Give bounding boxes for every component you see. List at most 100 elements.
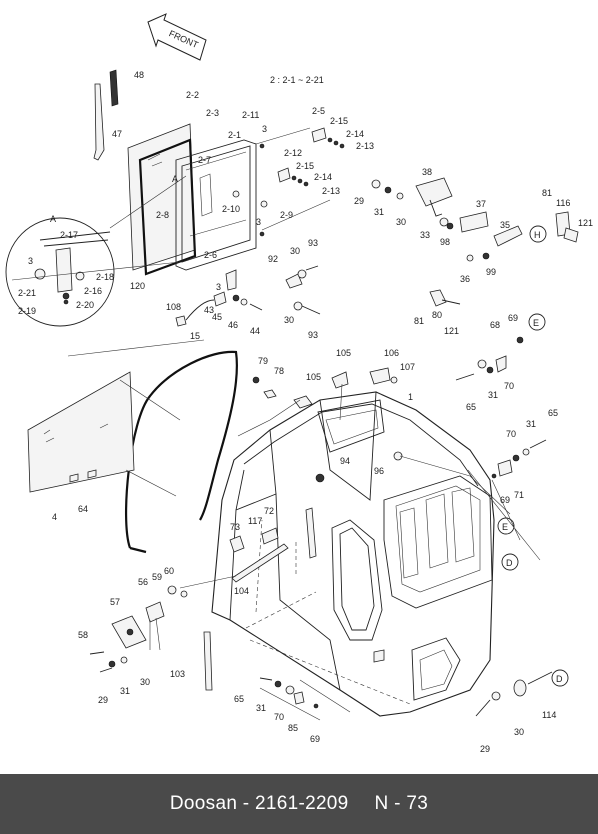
callout-116: 116: [556, 198, 570, 208]
side-fasteners: [455, 336, 547, 479]
callout-2-18: 2-18: [96, 272, 114, 282]
callout-105b: 105: [306, 372, 321, 382]
callout-108: 108: [166, 302, 181, 312]
callout-57: 57: [110, 597, 120, 607]
callout-2-13b: 2-13: [322, 186, 340, 196]
callout-2-20: 2-20: [76, 300, 94, 310]
callout-81a: 81: [542, 188, 552, 198]
callout-69b: 69: [500, 495, 510, 505]
svg-text:D: D: [556, 674, 563, 684]
callout-2-14b: 2-14: [314, 172, 332, 182]
callout-2-13a: 2-13: [356, 141, 374, 151]
callout-30a: 30: [396, 217, 406, 227]
callout-a: A: [172, 174, 178, 184]
lower-left-parts: [89, 575, 237, 673]
callout-2-2: 2-2: [186, 90, 199, 100]
callout-93b: 93: [308, 330, 318, 340]
svg-text:D: D: [506, 558, 513, 568]
callout-121a: 121: [578, 218, 593, 228]
callout-44: 44: [250, 326, 260, 336]
callout-104: 104: [234, 586, 249, 596]
callout-73: 73: [230, 522, 240, 532]
callout-68: 68: [490, 320, 500, 330]
callout-48: 48: [134, 70, 144, 80]
callout-117: 117: [248, 516, 262, 526]
callout-78: 78: [274, 366, 284, 376]
callout-2-21: 2-21: [18, 288, 36, 298]
footer-bar: Doosan - 2161-2209 N - 73: [0, 774, 598, 834]
callout-29a: 29: [354, 196, 364, 206]
callout-30c: 30: [284, 315, 294, 325]
callout-30d: 30: [140, 677, 150, 687]
bottom-right-fasteners: [475, 671, 553, 717]
wiper-assembly: [93, 69, 119, 161]
callout-70c: 70: [274, 712, 284, 722]
callout-72: 72: [264, 506, 274, 516]
callout-29c: 29: [480, 744, 490, 754]
callout-65c: 65: [234, 694, 244, 704]
callout-80: 80: [432, 310, 442, 320]
callout-107: 107: [400, 362, 415, 372]
callout-106: 106: [384, 348, 399, 358]
callout-4: 4: [52, 512, 57, 522]
callout-37: 37: [476, 199, 486, 209]
callout-3c: 3: [28, 256, 33, 266]
callout-56: 56: [138, 577, 148, 587]
callout-30b: 30: [290, 246, 300, 256]
callout-114: 114: [542, 710, 556, 720]
hinge-parts: [232, 127, 345, 237]
callout-64: 64: [78, 504, 88, 514]
callout-2-7: 2-7: [198, 155, 211, 165]
parts-diagram: FRONT 2 : 2-1 ~ 2-21: [5, 13, 594, 754]
callout-2-19: 2-19: [18, 306, 36, 316]
callout-2-8: 2-8: [156, 210, 169, 220]
callout-46: 46: [228, 320, 238, 330]
part-number-title: Doosan - 2161-2209: [169, 793, 349, 814]
callout-15: 15: [190, 331, 200, 341]
callout-70a: 70: [504, 381, 514, 391]
callout-2-6: 2-6: [204, 250, 217, 260]
cab-body: [211, 391, 495, 717]
callout-85: 85: [288, 723, 298, 733]
callout-2-17: 2-17: [60, 230, 78, 240]
door-window: [127, 123, 257, 276]
callout-47: 47: [112, 129, 122, 139]
callout-2-5: 2-5: [312, 106, 325, 116]
callout-65a: 65: [466, 402, 476, 412]
fastener-group: [175, 265, 321, 327]
callout-69a: 69: [508, 313, 518, 323]
callout-31a: 31: [374, 207, 384, 217]
callout-2-12: 2-12: [284, 148, 302, 158]
circle-ref-e2: E: [497, 517, 515, 535]
callout-2-3: 2-3: [206, 108, 219, 118]
callout-94: 94: [340, 456, 350, 466]
callout-45: 45: [212, 312, 222, 322]
callout-81b: 81: [414, 316, 424, 326]
callout-59: 59: [152, 572, 162, 582]
callout-121b: 121: [444, 326, 459, 336]
callout-3b: 3: [256, 217, 261, 227]
circle-ref-h1: H: [529, 225, 547, 243]
svg-text:E: E: [502, 522, 508, 532]
callout-60: 60: [164, 566, 174, 576]
front-arrow-icon: FRONT: [147, 13, 207, 61]
callout-2-14a: 2-14: [346, 129, 364, 139]
callout-38: 38: [422, 167, 432, 177]
callout-2-16: 2-16: [84, 286, 102, 296]
callout-2-15b: 2-15: [296, 161, 314, 171]
callout-93a: 93: [308, 238, 318, 248]
callout-labels: 48 47 2-2 2-3 2-11 3 2-1 2-5 2-15 2-14 2…: [18, 70, 593, 754]
callout-31b: 31: [488, 390, 498, 400]
callout-103: 103: [170, 669, 185, 679]
callout-92: 92: [268, 254, 278, 264]
callout-58: 58: [78, 630, 88, 640]
callout-71: 71: [514, 490, 524, 500]
svg-text:E: E: [533, 318, 539, 328]
callout-65b: 65: [548, 408, 558, 418]
callout-35: 35: [500, 220, 510, 230]
range-note: 2 : 2-1 ~ 2-21: [270, 75, 324, 85]
callout-105a: 105: [336, 348, 351, 358]
callout-2-9: 2-9: [280, 210, 293, 220]
callout-31d: 31: [120, 686, 130, 696]
callout-70b: 70: [506, 429, 516, 439]
